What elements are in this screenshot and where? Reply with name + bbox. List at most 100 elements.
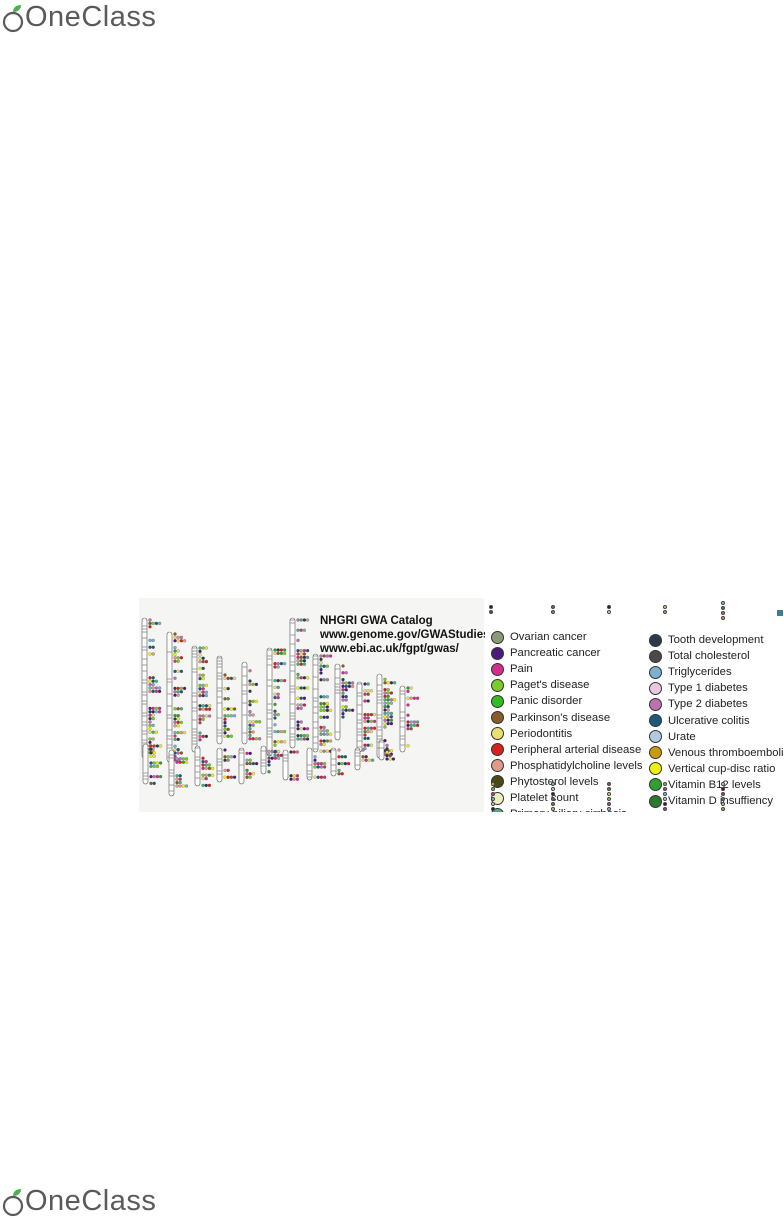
legend-swatch-icon: [649, 746, 662, 760]
oneclass-logo-top: OneClass: [2, 1, 157, 33]
legend-swatch-icon: [491, 630, 504, 644]
legend-item: Type 1 diabetes: [649, 680, 748, 696]
tiny-legend-row: [721, 796, 727, 801]
gwas-figure: NHGRI GWA Catalog www.genome.gov/GWAStud…: [139, 598, 784, 812]
tiny-legend-row: [551, 609, 557, 614]
legend-swatch-icon: [491, 727, 504, 741]
tiny-legend-row: [551, 801, 557, 806]
tiny-legend-row: [491, 791, 497, 796]
tiny-legend-row: [663, 781, 669, 786]
legend-label: Primary biliary cirrhosis: [510, 808, 627, 812]
legend-label: Pain: [510, 663, 533, 676]
oneclass-logo-text: OneClass: [25, 1185, 157, 1217]
oneclass-logo-text: OneClass: [25, 1, 157, 33]
tiny-legend-row: [721, 801, 727, 806]
legend-label: Triglycerides: [668, 666, 732, 679]
legend-item: Vitamin D insuffiency: [649, 793, 773, 809]
legend-swatch-icon: [649, 794, 662, 808]
gwas-karyogram-image: NHGRI GWA Catalog www.genome.gov/GWAStud…: [139, 598, 490, 812]
legend-item: Vitamin B12 levels: [649, 777, 761, 793]
tiny-legend-row: [551, 796, 557, 801]
tiny-legend-row: [663, 791, 669, 796]
legend-item: Parkinson's disease: [491, 710, 610, 726]
legend-item: Triglycerides: [649, 664, 732, 680]
tiny-legend-row: [607, 796, 613, 801]
legend-label: Vitamin D insuffiency: [668, 795, 774, 807]
tiny-legend-row: [663, 806, 669, 811]
legend-label: Parkinson's disease: [510, 711, 611, 724]
legend-swatch-icon: [649, 681, 662, 695]
tiny-legend-row: [607, 791, 613, 796]
tiny-legend-row: [607, 786, 613, 791]
legend-item: Phytosterol levels: [491, 774, 599, 790]
legend-item: Ovarian cancer: [491, 629, 587, 645]
tiny-legend-row: [491, 796, 497, 801]
legend-item: Pain: [491, 661, 533, 677]
legend-item: Vertical cup-disc ratio: [649, 761, 775, 777]
legend-label: Vitamin B12 levels: [668, 778, 761, 791]
legend-label: Platelet count: [510, 792, 579, 804]
legend-item: Ulcerative colitis: [649, 713, 750, 729]
tiny-legend-row: [663, 609, 669, 614]
oneclass-logo-mark: [2, 4, 26, 33]
legend-swatch-icon: [491, 711, 504, 724]
tiny-legend-row: [489, 609, 495, 614]
tiny-legend-row: [551, 806, 557, 811]
legend-item: Periodontitis: [491, 726, 572, 742]
tiny-legend-row: [663, 801, 669, 806]
tiny-legend-row: [721, 791, 727, 796]
tiny-legend-row: [721, 781, 727, 786]
legend-item: Phosphatidylcholine levels: [491, 758, 643, 774]
legend-label: Periodontitis: [510, 727, 573, 740]
tiny-legend-row: [491, 786, 497, 791]
legend-label: Ulcerative colitis: [668, 714, 750, 727]
legend-label: Paget's disease: [510, 679, 590, 692]
legend-label: Tooth development: [668, 634, 764, 646]
legend-item: Pancreatic cancer: [491, 645, 600, 661]
tiny-legend-row: [607, 806, 613, 811]
legend-label: Pancreatic cancer: [510, 647, 601, 660]
legend-swatch-icon: [491, 646, 504, 660]
legend-label: Type 1 diabetes: [668, 682, 748, 695]
legend-swatch-icon: [491, 743, 504, 757]
legend-item: Venous thromboembolism: [649, 745, 784, 761]
tiny-legend-row: [663, 796, 669, 801]
tiny-legend-row: [489, 604, 495, 609]
legend-swatch-icon: [491, 694, 504, 708]
legend-swatch-icon: [491, 662, 504, 676]
chromosome-ideograms: [141, 617, 420, 797]
legend-item: Panic disorder: [491, 693, 582, 709]
legend-swatch-icon: [649, 649, 662, 663]
tiny-legend-row: [721, 786, 727, 791]
legend-item: Tooth development: [649, 632, 763, 648]
tiny-legend-row: [663, 786, 669, 791]
legend-label: Peripheral arterial disease: [510, 743, 642, 756]
catalog-title: NHGRI GWA Catalog: [320, 615, 433, 627]
oneclass-logo-mark: [2, 1188, 26, 1217]
legend-item: Peripheral arterial disease: [491, 742, 641, 758]
tiny-legend-row: [607, 609, 613, 614]
legend-label: Total cholesterol: [668, 650, 750, 663]
tiny-legend-row: [607, 801, 613, 806]
tiny-legend-row: [607, 604, 613, 609]
legend-swatch-icon: [491, 759, 504, 773]
legend-swatch-icon: [649, 778, 662, 792]
tiny-legend-row: [491, 801, 497, 806]
legend-item: Paget's disease: [491, 677, 589, 693]
legend-swatch-icon: [649, 762, 662, 776]
tiny-legend-row: [721, 615, 727, 620]
legend-swatch-icon: [649, 697, 662, 711]
legend-item: Total cholesterol: [649, 648, 750, 664]
tiny-legend-row: [551, 786, 557, 791]
tiny-legend-row: [551, 781, 557, 786]
tiny-legend-row: [551, 791, 557, 796]
catalog-url-ebi: www.ebi.ac.uk/fgpt/gwas/: [320, 643, 459, 655]
tiny-legend-row: [721, 605, 727, 610]
tiny-legend-row: [607, 781, 613, 786]
legend-label: Type 2 diabetes: [668, 698, 748, 711]
legend-swatch-icon: [649, 714, 662, 727]
tiny-legend-row: [663, 604, 669, 609]
legend-label: Panic disorder: [510, 695, 583, 708]
legend-label: Phosphatidylcholine levels: [510, 759, 643, 772]
